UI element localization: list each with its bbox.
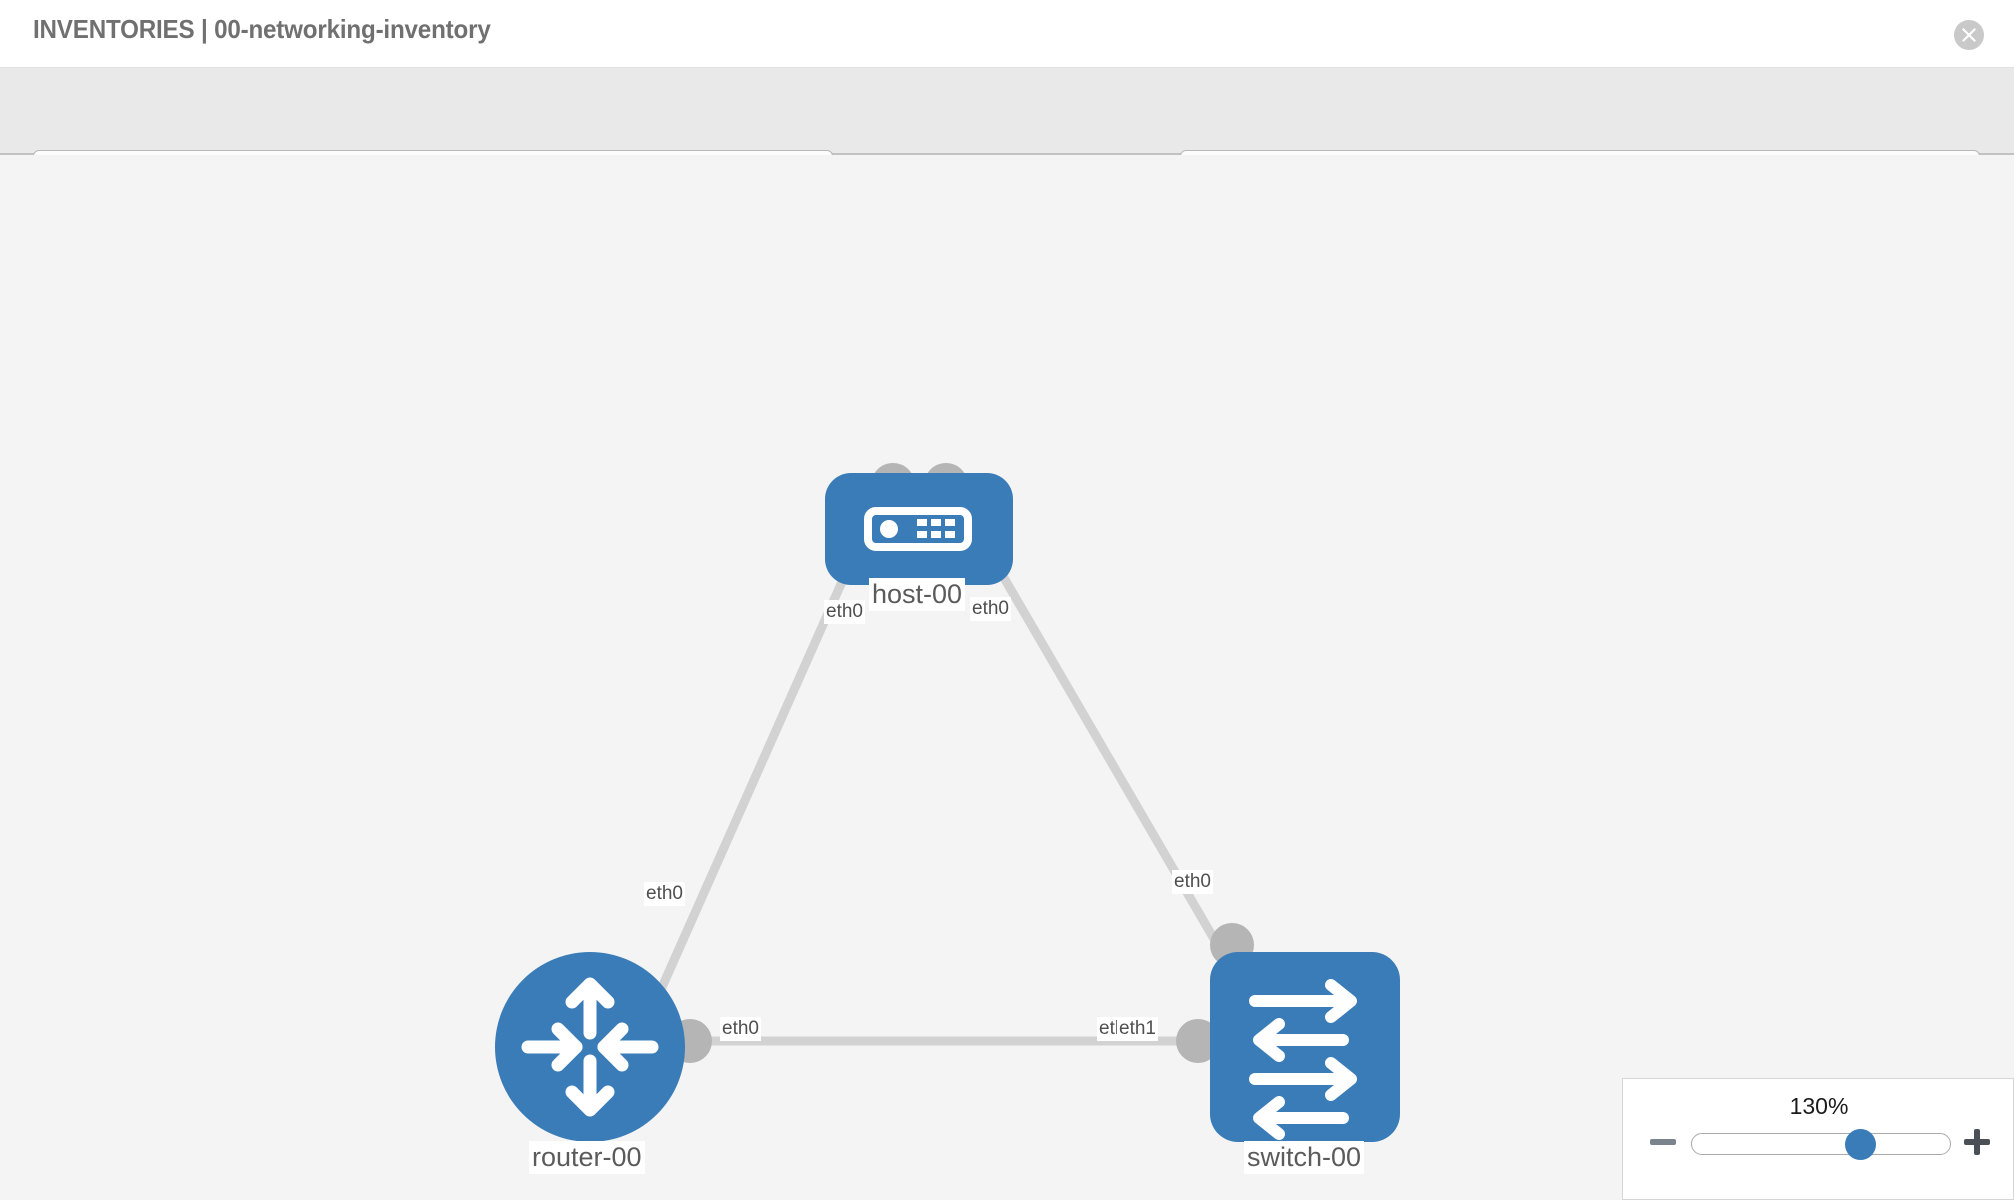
- close-icon[interactable]: [1954, 20, 1984, 50]
- iface-label-switch-left-eth1: eth1: [1117, 1017, 1158, 1041]
- zoom-slider-track[interactable]: [1691, 1133, 1951, 1155]
- node-switch-00[interactable]: [1210, 952, 1400, 1142]
- iface-label-router-up: eth0: [644, 882, 685, 906]
- topology-canvas[interactable]: host-00 router-00 switch-00 eth0 eth0 et…: [0, 155, 2014, 1200]
- iface-label-host-right: eth0: [970, 597, 1011, 621]
- node-host-00[interactable]: [825, 473, 1013, 585]
- topology-graph: [495, 463, 1400, 1142]
- connector-switch-left: [1176, 1019, 1220, 1063]
- node-router-00[interactable]: [495, 952, 685, 1142]
- page-title: INVENTORIES | 00-networking-inventory: [33, 14, 491, 44]
- zoom-in-button[interactable]: [1959, 1124, 1995, 1160]
- iface-label-host-left: eth0: [824, 600, 865, 624]
- iface-label-switch-up: eth0: [1172, 870, 1213, 894]
- page-header: INVENTORIES | 00-networking-inventory: [0, 0, 2014, 68]
- zoom-control-panel: 130%: [1622, 1078, 2014, 1200]
- zoom-level-label: 130%: [1789, 1093, 1849, 1119]
- iface-label-router-right: eth0: [720, 1017, 761, 1041]
- zoom-slider-thumb[interactable]: [1845, 1129, 1876, 1160]
- node-label-host-00: host-00: [869, 578, 966, 611]
- node-label-router-00: router-00: [529, 1141, 645, 1174]
- zoom-out-button[interactable]: [1645, 1124, 1681, 1160]
- toolbar: ACTIONS SEARCH: [0, 68, 2014, 202]
- node-label-switch-00: switch-00: [1244, 1141, 1365, 1174]
